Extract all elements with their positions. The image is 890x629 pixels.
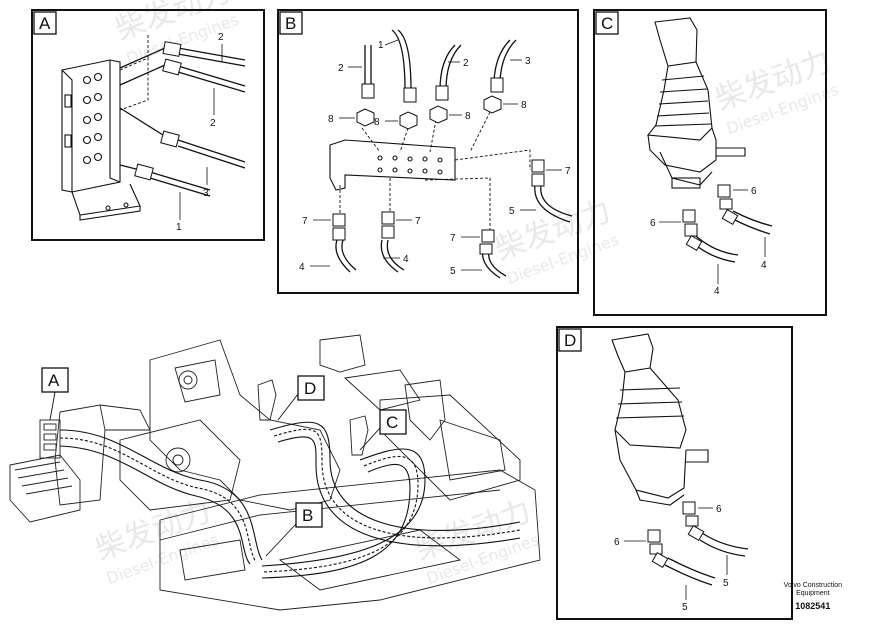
callout-label: 8 [328,114,334,125]
callout-label: 7 [565,166,571,177]
panel-d-letter: D [564,331,576,350]
overview-tag-d [297,375,325,401]
callout-label: 4 [761,260,767,271]
panel-a-frame [31,9,265,241]
company-line-2: Equipment [796,590,830,597]
overview-labels: A B C D [41,367,407,557]
panel-a: A [31,9,265,241]
overview-label-c: C [386,413,398,432]
drawing-number: 1082541 [795,601,831,611]
joystick-c [646,17,746,189]
panel-a-letter: A [39,14,51,33]
callout-label: 1 [176,222,182,233]
callout-label: 7 [415,216,421,227]
callout-label: 7 [450,233,456,244]
panel-b-frame [277,9,579,294]
callout-label: 3 [525,56,531,67]
mounting-plate [329,139,456,191]
valve-block [61,59,141,221]
callout-label: 4 [714,286,720,297]
fitting-group-d [647,501,705,569]
callout-label: 6 [751,186,757,197]
panel-b: B [277,9,579,294]
panel-a-tag [33,11,57,35]
fitting-group-a [134,41,182,181]
callout-label: 4 [299,262,305,273]
callout-label: 6 [614,537,620,548]
callout-label: 4 [403,254,409,265]
hose-group-d [664,532,749,586]
callout-label: 8 [374,117,380,128]
fitting-group-b [332,77,545,255]
overview-tag-a [41,367,69,393]
callouts-c: 6 6 4 4 [650,186,767,297]
panel-d-frame [556,326,793,620]
overview-label-d: D [304,379,316,398]
callout-label: 6 [716,504,722,515]
panel-b-tag [279,11,303,35]
panel-c-letter: C [601,14,613,33]
joystick-d [611,333,709,506]
company-line-1: Volvo Construction [783,582,842,589]
overview-tag-b [295,502,323,528]
overview-label-a: A [48,371,60,390]
watermark-group: 柴发动力 Diesel-Engines 柴发动力 Diesel-Engines … [91,0,842,588]
panel-d-tag [558,328,582,352]
callout-label: 1 [378,40,384,51]
drawing-footer: Volvo Construction Equipment 1082541 [784,582,842,611]
callout-label: 5 [450,266,456,277]
overview-tag-c [379,409,407,435]
callout-label: 5 [509,206,515,217]
callout-label: 7 [302,216,308,227]
callout-label: 5 [723,578,729,589]
callout-label: 6 [650,218,656,229]
callout-label: 8 [521,100,527,111]
callout-label: 2 [463,58,469,69]
callouts-a: 2 2 3 1 [176,32,224,233]
callout-label: 3 [203,188,209,199]
callouts-d: 6 6 5 5 [614,504,729,613]
panel-c-frame [593,9,827,316]
callouts-b: 1 2 2 3 8 8 8 8 7 7 7 7 4 4 [299,39,571,277]
fitting-group-c [682,184,739,252]
panel-c: C 6 6 4 4 [593,9,827,316]
panel-c-tag [595,11,619,35]
overview-hoses [59,421,521,579]
overview-label-b: B [302,506,313,525]
hose-group-a [119,47,246,197]
callout-label: 2 [218,32,224,43]
callout-label: 8 [465,111,471,122]
callout-label: 5 [682,602,688,613]
callout-label: 2 [210,118,216,129]
panel-d: D 6 6 5 5 [556,326,793,620]
panel-b-letter: B [285,14,296,33]
callout-label: 2 [338,63,344,74]
machine-overview [9,334,541,611]
